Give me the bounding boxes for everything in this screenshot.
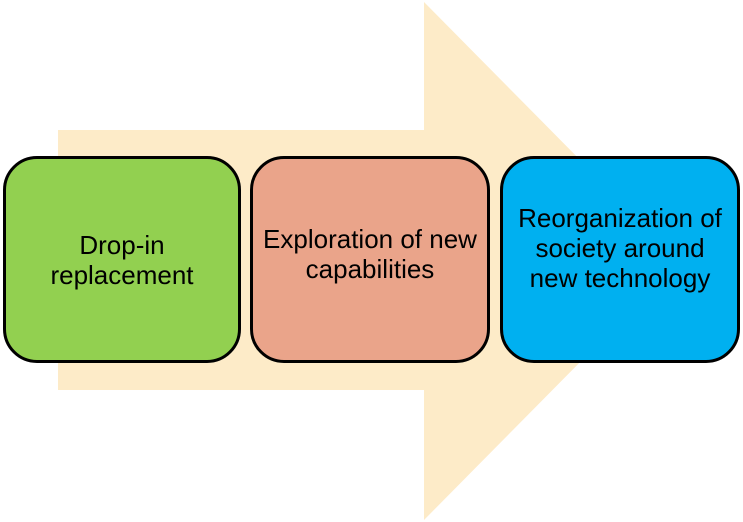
stage-label: Exploration of new capabilities <box>263 223 477 284</box>
stage-box-reorganization: Reorganization of society around new tec… <box>500 156 740 363</box>
stage-box-exploration: Exploration of new capabilities <box>250 156 490 363</box>
stage-label: Reorganization of society around new tec… <box>518 202 722 293</box>
stage-box-drop-in-replacement: Drop-in replacement <box>3 156 241 363</box>
stage-label: Drop-in replacement <box>50 229 194 290</box>
